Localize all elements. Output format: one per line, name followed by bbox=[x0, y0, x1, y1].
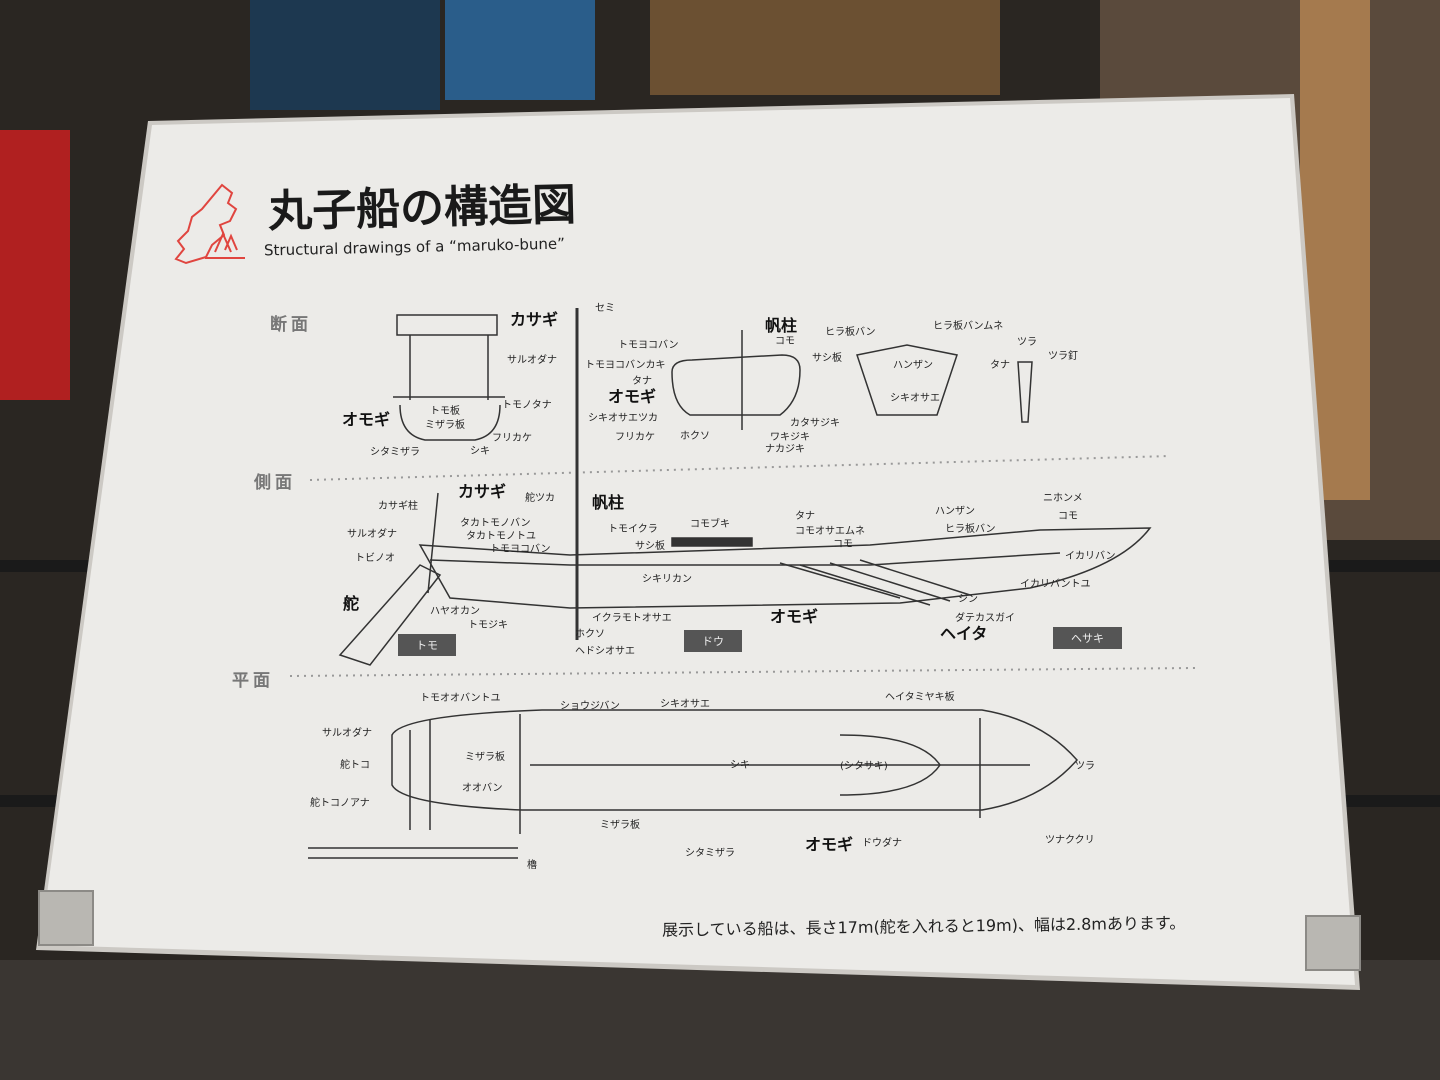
part-label: タカトモノバン bbox=[460, 518, 531, 529]
part-label: オモギ bbox=[342, 410, 391, 429]
part-label: カタサジキ bbox=[790, 418, 840, 429]
background-boat-model bbox=[650, 0, 1000, 95]
part-label: ヒラ板バン bbox=[945, 524, 996, 535]
part-label: ヘドシオサエ bbox=[575, 646, 635, 657]
part-label: トモヨコバン bbox=[490, 544, 551, 555]
part-label: コモオサエムネ bbox=[795, 526, 865, 537]
part-label: イクラモトオサエ bbox=[592, 613, 672, 624]
part-label: シキオサエ bbox=[890, 393, 940, 404]
part-label: ナカジキ bbox=[765, 444, 805, 455]
part-label: トモヨコバンカキ bbox=[585, 360, 666, 371]
part-label: ヒラ板バンムネ bbox=[933, 321, 1004, 332]
part-label: サルオダナ bbox=[347, 529, 397, 540]
part-label: ミザラ板 bbox=[425, 420, 465, 431]
part-label: イカリバン bbox=[1065, 551, 1116, 562]
part-label: ホクソ bbox=[575, 629, 605, 640]
part-label: 舵 bbox=[343, 594, 360, 613]
part-label: ミザラ板 bbox=[600, 820, 640, 831]
section-label-plan: 平面 bbox=[232, 671, 274, 691]
part-tag-dou: ドウ bbox=[684, 630, 742, 652]
part-label: ダテカスガイ bbox=[955, 613, 1015, 624]
part-label: ハンザン bbox=[935, 506, 975, 517]
part-label: オモギ bbox=[805, 835, 854, 854]
plan-view-drawing bbox=[308, 709, 1078, 859]
part-label: シキリカン bbox=[642, 574, 692, 585]
part-label: ハンザン bbox=[893, 360, 933, 371]
part-label: ツラ釘 bbox=[1048, 351, 1078, 362]
part-label: シキオサエツカ bbox=[588, 413, 658, 424]
section-label-cross: 断面 bbox=[270, 315, 312, 335]
part-label: トビノオ bbox=[355, 553, 395, 564]
part-label: トモオオバントユ bbox=[420, 693, 501, 704]
section-label-side: 側面 bbox=[254, 473, 296, 493]
part-label: ハヤオカン bbox=[430, 606, 480, 617]
part-label: サルオダナ bbox=[507, 355, 557, 366]
part-label: シン bbox=[958, 594, 978, 605]
part-label: カサギ bbox=[458, 482, 507, 501]
part-label: トモヨコバン bbox=[618, 340, 679, 351]
part-label: 舵トコノアナ bbox=[310, 798, 370, 809]
side-view-drawing bbox=[338, 492, 1152, 666]
part-label: タナ bbox=[795, 511, 815, 522]
part-label: トモジキ bbox=[468, 620, 508, 631]
part-label: フリカケ bbox=[492, 433, 532, 444]
cross-section-drawing bbox=[393, 308, 1033, 640]
part-label: コモブキ bbox=[690, 519, 730, 530]
part-label: ツラ bbox=[1075, 761, 1095, 772]
part-label: ミザラ板 bbox=[465, 752, 505, 763]
part-label: シキ bbox=[730, 760, 750, 771]
part-label: シキオサエ bbox=[660, 699, 710, 710]
part-label: シキ bbox=[470, 446, 490, 457]
part-label: タカトモノトユ bbox=[466, 531, 536, 542]
background-painting bbox=[445, 0, 595, 100]
part-label: 櫓 bbox=[527, 860, 537, 871]
part-label: ショウジバン bbox=[560, 701, 620, 712]
part-label: サシ板 bbox=[635, 541, 665, 552]
page-title: 丸子船の構造図 bbox=[267, 179, 577, 238]
part-label: サシ板 bbox=[812, 353, 842, 364]
part-label: ツラ bbox=[1017, 337, 1037, 348]
part-label: フリカケ bbox=[615, 432, 655, 443]
part-label: ヒラ板バン bbox=[825, 327, 876, 338]
part-label: タナ bbox=[990, 360, 1010, 371]
part-label: ヘイタミヤキ板 bbox=[885, 692, 955, 703]
part-label: タナ bbox=[632, 376, 652, 387]
part-label: オモギ bbox=[770, 607, 819, 626]
part-label: コモ bbox=[775, 336, 795, 347]
part-label: シタミザラ bbox=[685, 848, 735, 859]
part-label: セミ bbox=[595, 303, 615, 314]
part-label: トモノタナ bbox=[502, 400, 552, 411]
part-label: コモ bbox=[1058, 511, 1078, 522]
part-label: トモイクラ bbox=[608, 524, 658, 535]
part-label: カサギ bbox=[510, 310, 559, 329]
part-label: オモギ bbox=[608, 387, 657, 406]
part-label: サルオダナ bbox=[322, 728, 372, 739]
part-label: トモ板 bbox=[430, 406, 460, 417]
part-label: ツナククリ bbox=[1045, 835, 1095, 846]
part-label: ワキジキ bbox=[770, 432, 810, 443]
part-label: シタミザラ bbox=[370, 447, 420, 458]
part-label: (シタサキ) bbox=[840, 761, 888, 772]
corner-bracket bbox=[1305, 915, 1361, 971]
part-tag-hesaki: ヘサキ bbox=[1053, 627, 1122, 649]
part-label: 帆柱 bbox=[765, 316, 798, 335]
background-painting bbox=[250, 0, 440, 110]
part-label: ニホンメ bbox=[1043, 493, 1083, 504]
part-label: コモ bbox=[833, 539, 853, 550]
part-label: イカリバントユ bbox=[1020, 579, 1091, 590]
part-label: 舵トコ bbox=[340, 760, 370, 771]
part-tag-tomo: トモ bbox=[398, 634, 456, 656]
part-label: ドウダナ bbox=[862, 838, 902, 849]
part-label: ヘイタ bbox=[940, 624, 988, 643]
part-label: ホクソ bbox=[680, 431, 710, 442]
lake-biwa-logo-icon bbox=[174, 183, 245, 265]
corner-bracket bbox=[38, 890, 94, 946]
part-label: 帆柱 bbox=[592, 493, 625, 512]
background-banner bbox=[0, 130, 70, 400]
part-label: 舵ツカ bbox=[525, 493, 555, 504]
part-label: カサギ柱 bbox=[378, 501, 418, 512]
part-label: オオバン bbox=[462, 783, 503, 794]
